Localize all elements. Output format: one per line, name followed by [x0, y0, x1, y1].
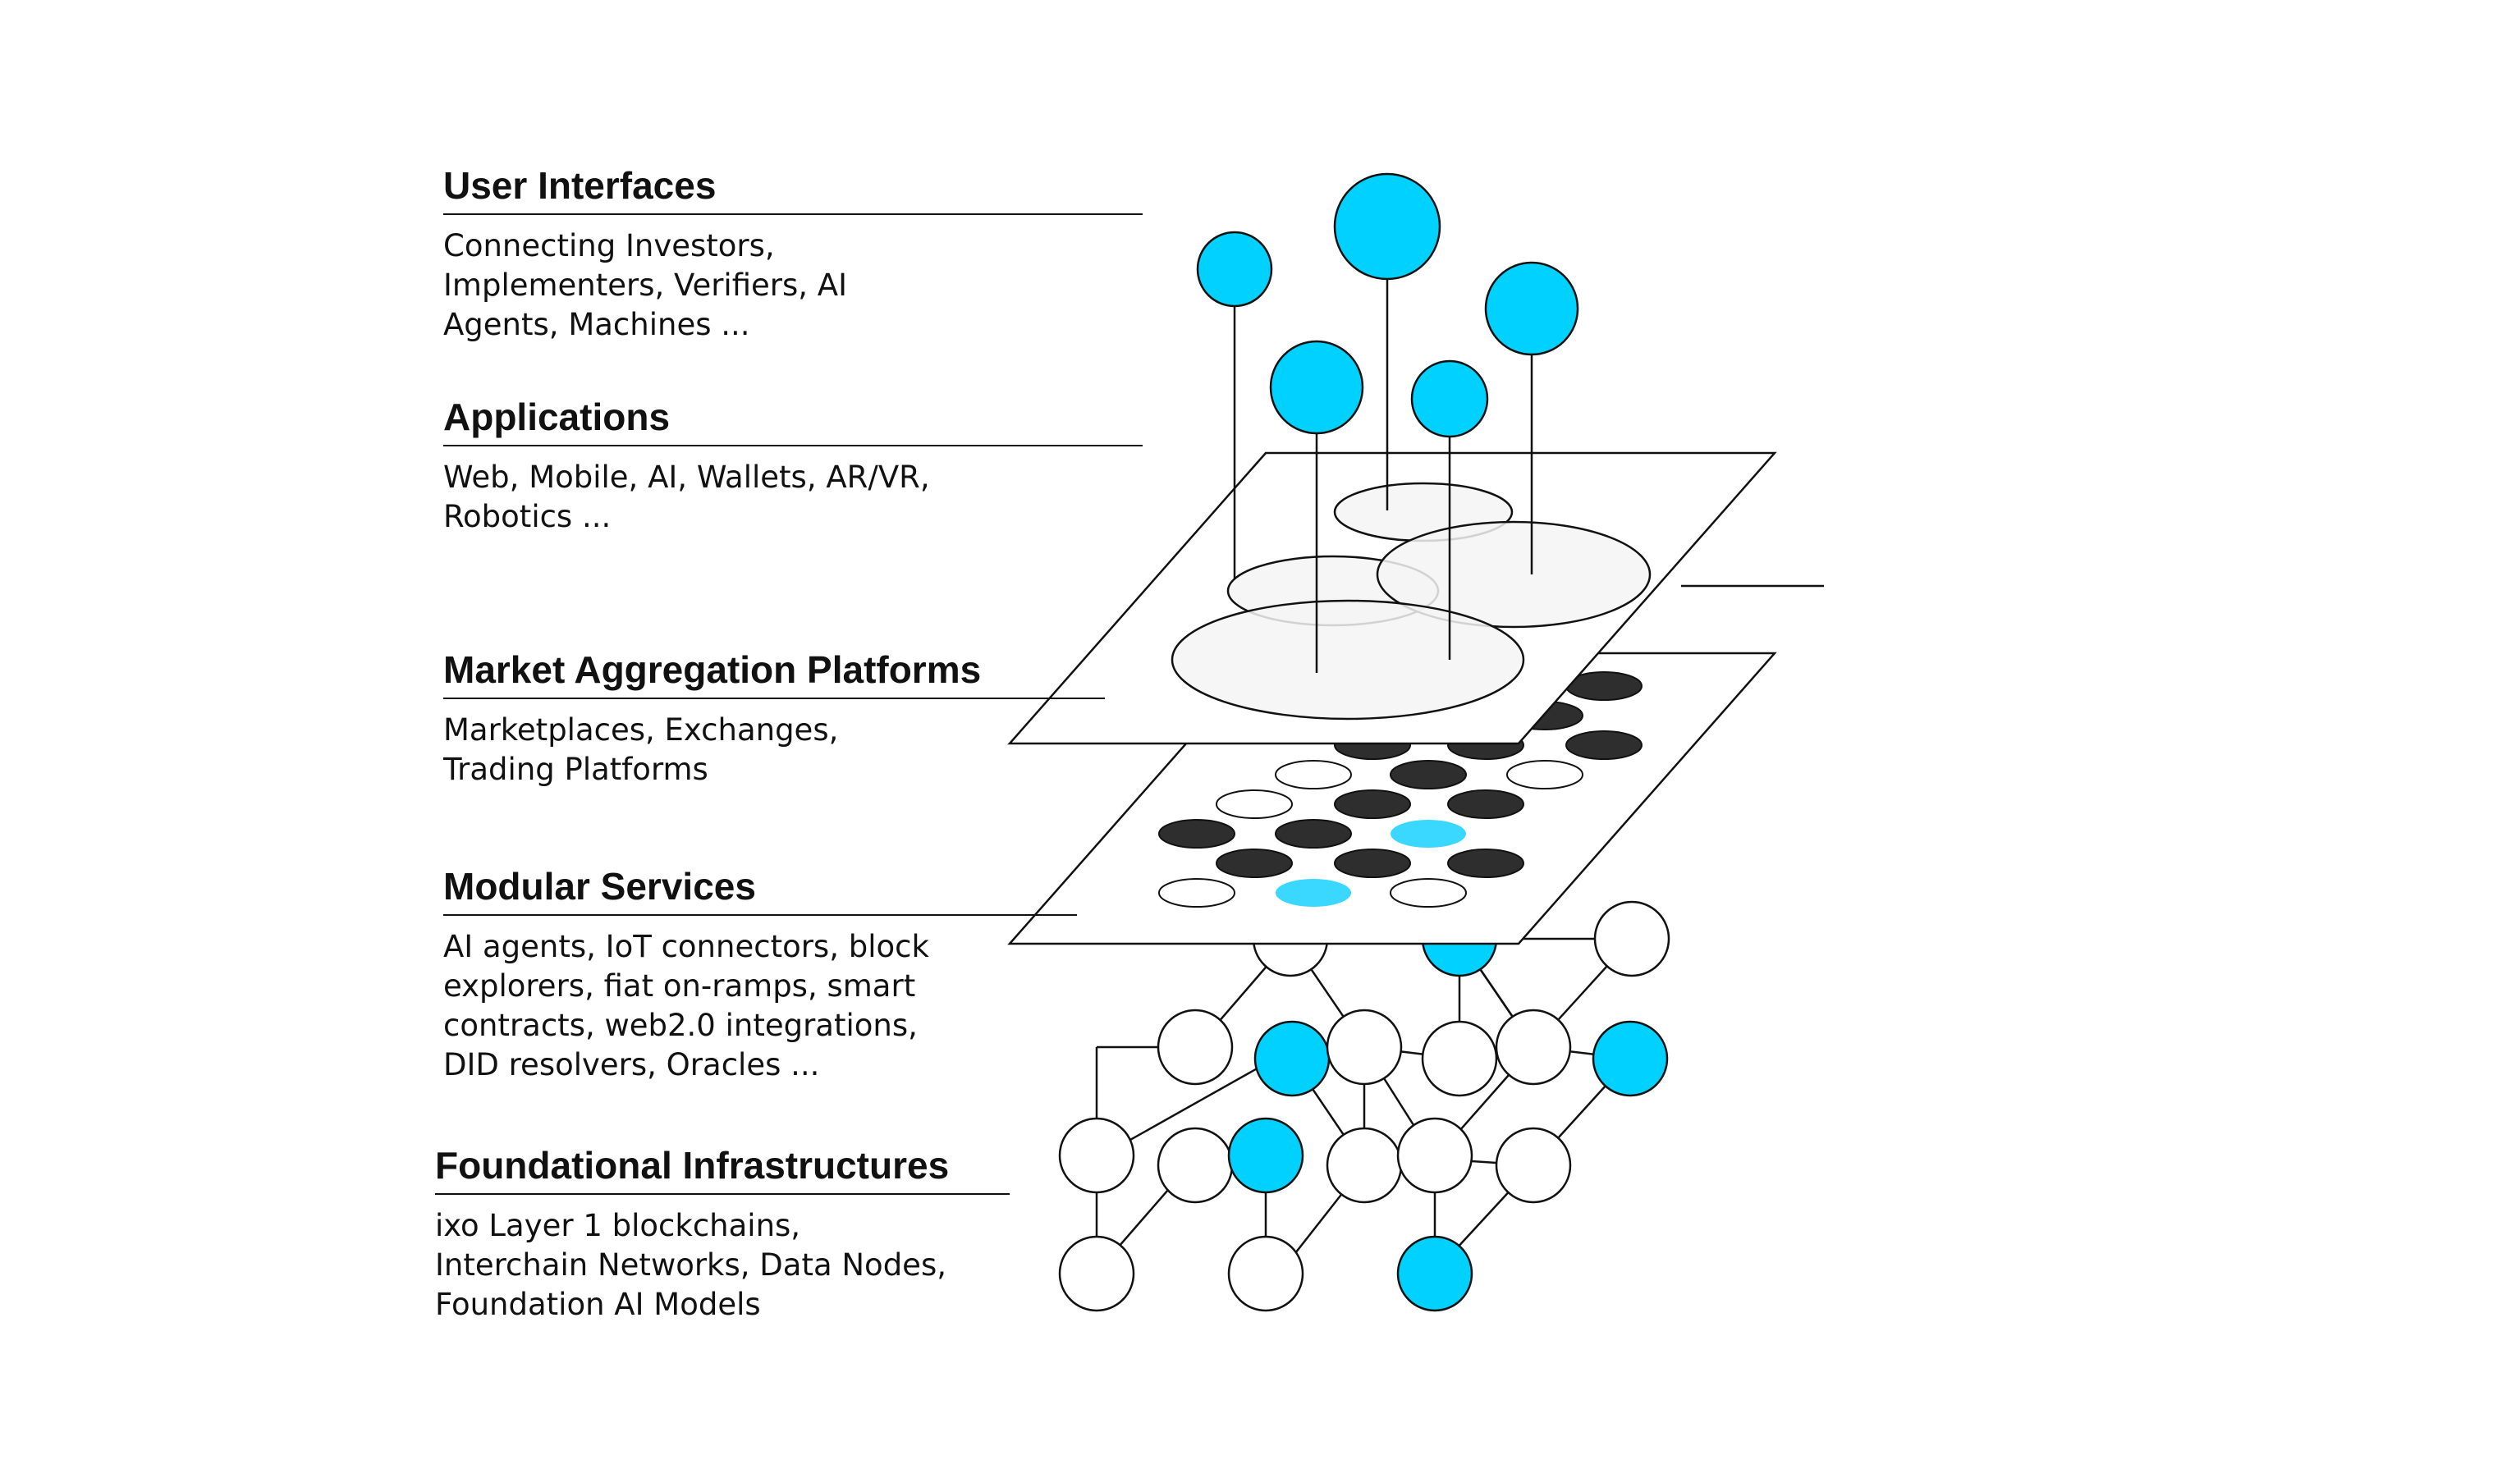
layer-description: Marketplaces, Exchanges, Trading Platfor…: [443, 712, 839, 787]
service-dot-accent: [1276, 879, 1351, 907]
service-dot-outline: [1390, 878, 1467, 908]
network-edges: [1095, 937, 1633, 1273]
network-node: [1157, 1127, 1234, 1204]
layer-title: Applications: [443, 396, 671, 438]
service-dot-dark: [1216, 849, 1293, 878]
network-node: [1495, 1127, 1572, 1204]
service-dot-dark: [1447, 789, 1524, 819]
network-node: [1227, 1235, 1304, 1312]
network-node-accent: [1396, 1235, 1473, 1312]
layer-description: Connecting Investors, Implementers, Veri…: [443, 228, 848, 342]
ui-balloon: [1484, 261, 1579, 356]
network-node: [1058, 1235, 1135, 1312]
application-ellipses: [1171, 482, 1652, 721]
service-dot-accent: [1391, 820, 1466, 848]
service-dot-dark: [1158, 819, 1235, 849]
network-node: [1157, 1009, 1234, 1086]
layer-description: AI agents, IoT connectors, block explore…: [443, 929, 929, 1082]
network-node: [1326, 1127, 1403, 1204]
layer-divider: [443, 213, 1143, 215]
application-ellipse: [1171, 599, 1525, 721]
service-dot-outline: [1216, 789, 1293, 819]
service-dot-outline: [1506, 760, 1583, 789]
layer-user-interfaces: User Interfaces Connecting Investors, Im…: [443, 162, 1143, 345]
ui-balloon: [1269, 340, 1364, 435]
layer-description: Web, Mobile, AI, Wallets, AR/VR, Robotic…: [443, 460, 930, 534]
layer-divider: [435, 1193, 1010, 1195]
service-dot-dark: [1334, 789, 1411, 819]
ui-balloons: [1196, 172, 1579, 438]
network-node: [1495, 1009, 1572, 1086]
layer-market-aggregation: Market Aggregation Platforms Marketplace…: [443, 647, 1105, 789]
layer-title: Modular Services: [443, 865, 756, 908]
ui-balloon: [1196, 231, 1273, 308]
layer-applications: Applications Web, Mobile, AI, Wallets, A…: [443, 394, 1143, 537]
layer-foundational-infrastructures: Foundational Infrastructures ixo Layer 1…: [435, 1142, 1010, 1324]
layer-title: Market Aggregation Platforms: [443, 648, 982, 691]
service-dot-outline: [1275, 760, 1352, 789]
service-dot-dark: [1390, 760, 1467, 789]
network-node: [1326, 1009, 1403, 1086]
layer-title: User Interfaces: [443, 164, 717, 207]
layer-divider: [443, 445, 1143, 446]
network-node-accent: [1592, 1020, 1669, 1097]
service-dot-dark: [1447, 849, 1524, 878]
network-node: [1396, 1117, 1473, 1194]
ui-balloon: [1333, 172, 1441, 281]
layer-modular-services: Modular Services AI agents, IoT connecto…: [443, 863, 1077, 1085]
ui-balloon: [1410, 359, 1489, 438]
service-dot-outline: [1158, 878, 1235, 908]
network-node: [1058, 1117, 1135, 1194]
ui-stems: [1233, 279, 1533, 673]
network-node: [1593, 900, 1670, 977]
layer-divider: [443, 914, 1077, 916]
layer-divider: [443, 698, 1105, 699]
network-node-accent: [1253, 1020, 1331, 1097]
network-node-accent: [1227, 1117, 1304, 1194]
layer-title: Foundational Infrastructures: [435, 1144, 950, 1187]
network-node: [1421, 1020, 1498, 1097]
application-ellipse: [1376, 520, 1652, 629]
service-dot-dark: [1565, 730, 1643, 760]
layer-description: ixo Layer 1 blockchains, Interchain Netw…: [435, 1208, 946, 1322]
service-dot-dark: [1275, 819, 1352, 849]
service-dot-dark: [1334, 849, 1411, 878]
